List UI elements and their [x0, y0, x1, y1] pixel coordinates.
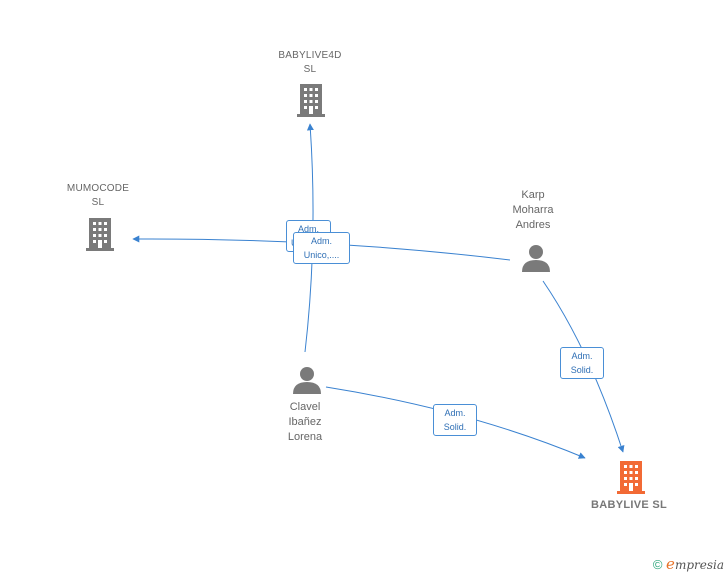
node-label-karp[interactable]: Karp Moharra Andres — [512, 189, 554, 231]
footer-brand: © empresia — [653, 555, 724, 573]
building-icon[interactable] — [86, 218, 114, 251]
edge-label-karp-mumocode: Adm. Unico,.... — [293, 232, 350, 264]
building-icon[interactable] — [297, 84, 325, 117]
copyright-icon: © — [652, 557, 663, 572]
node-label-babylive[interactable]: BABYLIVE SL — [590, 499, 668, 511]
edge-label-karp-babylive: Adm. Solid. — [560, 347, 604, 379]
person-icon[interactable] — [293, 367, 321, 394]
person-icon[interactable] — [522, 245, 550, 272]
edge-label-clavel-babylive: Adm. Solid. — [433, 404, 477, 436]
node-label-clavel[interactable]: Clavel Ibañez Lorena — [287, 401, 323, 443]
brand-logo-e: e — [666, 555, 675, 573]
node-label-babylive4d[interactable]: BABYLIVE4D SL — [278, 50, 342, 75]
brand-logo-text: mpresia — [674, 558, 724, 572]
building-icon[interactable] — [617, 461, 645, 494]
node-label-mumocode[interactable]: MUMOCODE SL — [66, 183, 130, 208]
